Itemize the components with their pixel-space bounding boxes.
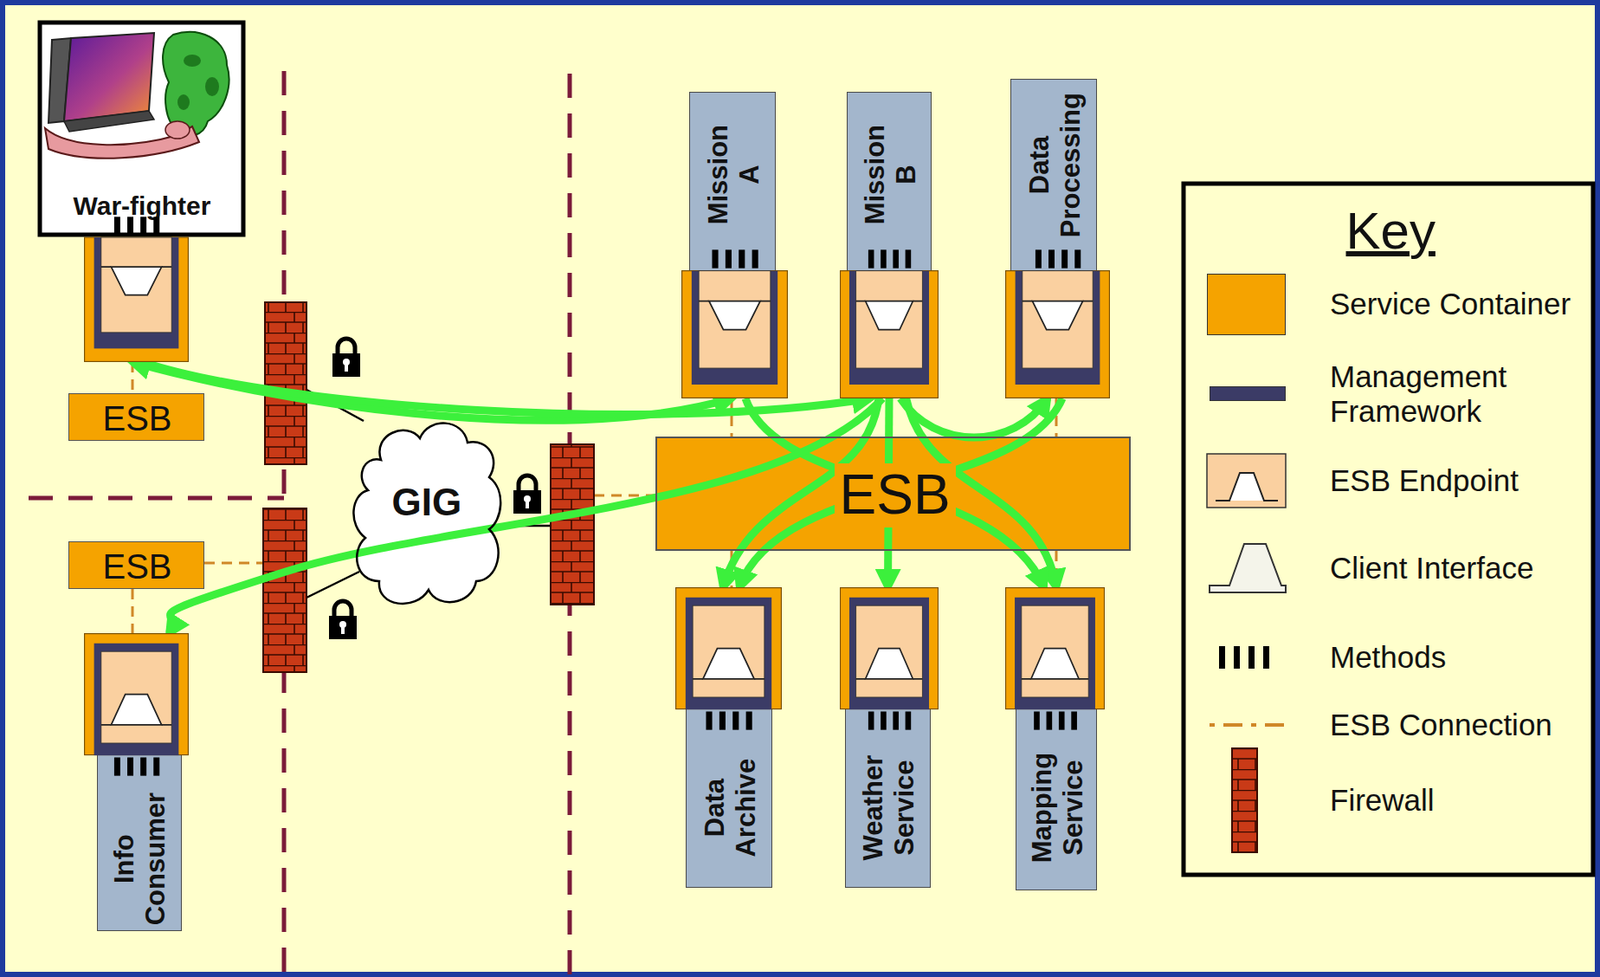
- esb-bus: ESB: [655, 436, 1131, 551]
- esb-bus: ESB: [68, 393, 205, 441]
- legend-text: ESB Connection: [1329, 707, 1587, 742]
- camo-spot: [183, 54, 201, 67]
- network-link: [306, 571, 360, 598]
- legend-text: Client Interface: [1329, 550, 1587, 586]
- service-box: Info Consumer: [96, 632, 182, 931]
- service-box: Mapping Service: [1015, 587, 1097, 891]
- bus-name: ESB: [103, 398, 173, 439]
- hand: [165, 121, 190, 139]
- legend-text: Management Framework: [1329, 359, 1587, 430]
- actor-frame: [39, 22, 244, 235]
- warfighter-illustration: [39, 22, 244, 235]
- lock-icon: [329, 600, 357, 639]
- key-heading: Key: [1346, 200, 1436, 261]
- methods-symbol: [1219, 645, 1270, 669]
- legend-swatch: [1206, 273, 1286, 336]
- flow-arrow: [739, 398, 1063, 588]
- service-box: Data Archive: [685, 587, 773, 888]
- legend-swatch: [1209, 386, 1286, 401]
- service-name: Mapping Service: [1025, 748, 1088, 866]
- firewall: [264, 302, 307, 465]
- legend-text: Methods: [1329, 639, 1587, 675]
- lock-icon: [513, 475, 542, 514]
- endpoint-symbol: [1215, 472, 1278, 501]
- method-bar: [1219, 645, 1226, 669]
- endpoint-swatch: [1206, 453, 1286, 508]
- lock-icon: [332, 338, 361, 377]
- boundary-line: [28, 496, 284, 501]
- client-interface-symbol: [1209, 543, 1286, 593]
- firewalls: [263, 302, 594, 672]
- esb-fill: [655, 436, 1131, 551]
- esb-connection: [131, 588, 135, 633]
- service-name: Weather Service: [858, 748, 920, 866]
- bus-name: ESB: [103, 546, 173, 587]
- key-frame: [1183, 183, 1594, 875]
- camo-spot: [205, 77, 220, 97]
- flow-arrow: [745, 398, 1045, 588]
- laptop-base: [64, 110, 155, 132]
- esb-connection: [731, 550, 1057, 588]
- key-panel: [1183, 183, 1594, 875]
- service-name: Mission A: [702, 120, 764, 229]
- legend-text: Firewall: [1329, 782, 1587, 818]
- service-name: Data Processing: [1023, 89, 1085, 241]
- flow-arrow: [168, 398, 883, 633]
- camo-spot: [177, 94, 190, 110]
- service-box: Weather Service: [845, 587, 931, 888]
- esb-connection: [204, 561, 264, 565]
- cloud-outline-path: [353, 423, 501, 604]
- esb-connection: [731, 398, 1057, 437]
- method-bar: [1248, 645, 1255, 669]
- esb-connection-sample: [1209, 722, 1286, 727]
- network-cloud: GIG: [346, 407, 505, 613]
- cloud-fill: [353, 423, 501, 604]
- firewall: [263, 508, 307, 672]
- service-name: Info Consumer: [109, 788, 171, 928]
- firewall-sample: [1232, 748, 1258, 852]
- firewall: [550, 444, 594, 605]
- service-container: [84, 216, 189, 362]
- legend-text: Service Container: [1329, 286, 1587, 322]
- legend-text: ESB Endpoint: [1329, 463, 1587, 498]
- service-name: Mission B: [858, 120, 921, 229]
- helmet: [162, 32, 229, 136]
- esb-bus: ESB: [68, 541, 205, 589]
- laptop-screen: [64, 32, 155, 122]
- network-name: GIG: [387, 480, 468, 525]
- bus-name: ESB: [834, 463, 956, 528]
- esb-connection: [131, 361, 135, 394]
- domain-boundaries: [28, 70, 570, 977]
- method-bar: [1233, 645, 1240, 669]
- service-box: Mission B: [846, 91, 932, 399]
- actor-name: War-fighter: [73, 191, 212, 222]
- service-box: Mission A: [689, 91, 776, 399]
- method-bar: [1263, 645, 1270, 669]
- service-box: Data Processing: [1010, 78, 1097, 399]
- actor-box: War-fighter: [38, 20, 246, 362]
- service-name: Data Archive: [698, 753, 761, 862]
